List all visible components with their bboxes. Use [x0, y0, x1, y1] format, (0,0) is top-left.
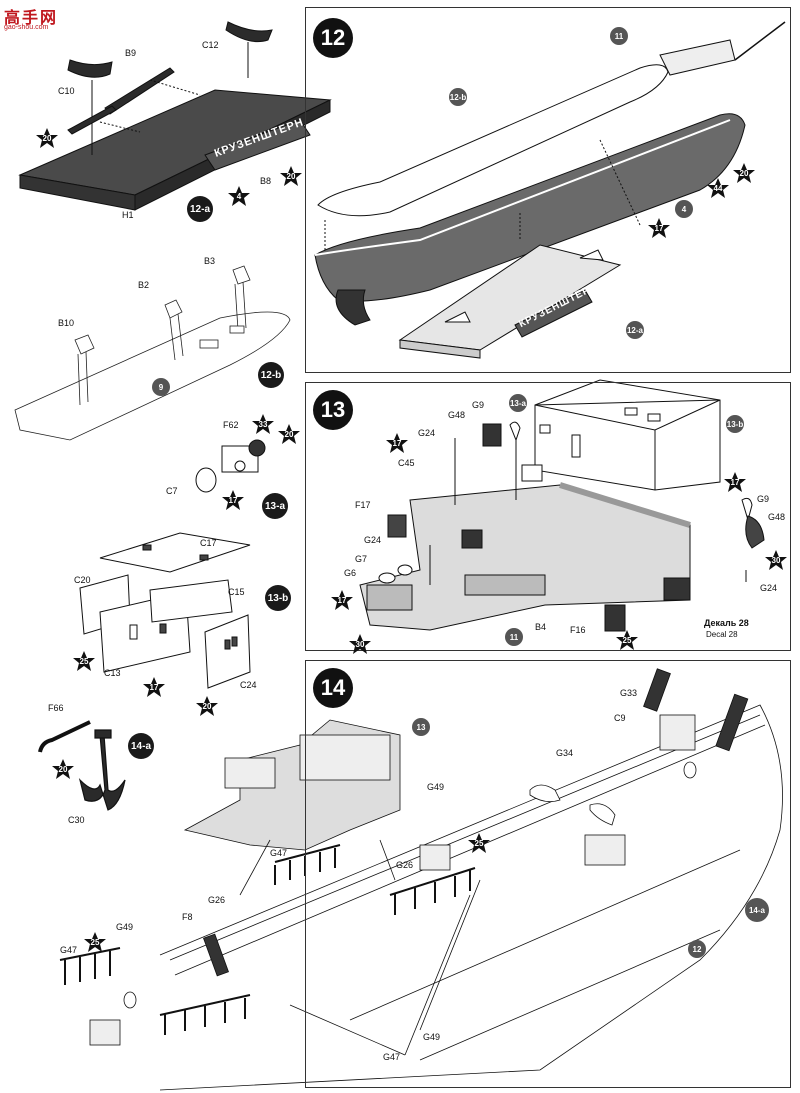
- decal-label-ru: Декаль 28: [704, 618, 749, 628]
- ref-circle-11-b: 11: [505, 628, 523, 646]
- paint-star-17-c: 17: [648, 218, 670, 238]
- part-label-g7: G7: [355, 554, 368, 564]
- part-label-c20: C20: [74, 575, 91, 585]
- part-label-g47-b: G47: [60, 945, 78, 955]
- ref-circle-13b: 13-b: [726, 415, 744, 433]
- part-label-g24-b: G24: [364, 535, 382, 545]
- part-label-c15: C15: [228, 587, 245, 597]
- assembly-13b: [79, 532, 251, 689]
- paint-star-25-a: 25: [73, 651, 95, 671]
- part-label-c7: C7: [166, 486, 178, 496]
- part-label-g49: G49: [427, 782, 445, 792]
- step-12-badge: 12: [313, 18, 353, 58]
- part-label-h1: H1: [122, 210, 134, 220]
- part-label-c45: C45: [398, 458, 415, 468]
- part-label-c12: C12: [202, 40, 219, 50]
- part-label-g9-right: G9: [757, 494, 770, 504]
- part-label-g47-c: G47: [383, 1052, 401, 1062]
- ref-circle-14a: 14-a: [745, 898, 769, 922]
- paint-star-20-f: 20: [733, 163, 755, 183]
- part-label-b8: B8: [260, 176, 272, 186]
- ref-circle-4: 4: [675, 200, 693, 218]
- step-13-badge: 13: [313, 390, 353, 430]
- paint-star-17-e: 17: [724, 472, 746, 492]
- paint-star-17-d: 17: [386, 433, 408, 453]
- part-label-c13: C13: [104, 668, 121, 678]
- step-13-panel: [305, 382, 791, 651]
- part-label-f17: F17: [355, 500, 371, 510]
- part-label-f66: F66: [48, 703, 64, 713]
- deck-assembly-14: [59, 668, 783, 1091]
- part-label-c10: C10: [58, 86, 75, 96]
- paint-star-44: 44: [707, 178, 729, 198]
- part-label-f62: F62: [223, 420, 239, 430]
- base-stand-12a: [18, 21, 332, 211]
- part-label-f16: F16: [570, 625, 586, 635]
- ship-hull-12: [314, 21, 786, 359]
- paint-star-17-a: 17: [222, 490, 244, 510]
- part-label-c17: C17: [200, 538, 217, 548]
- part-label-g6: G6: [344, 568, 357, 578]
- paint-star-20-b: 20: [280, 166, 302, 186]
- logo-text: 高手网: [4, 10, 59, 27]
- part-label-g33: G33: [620, 688, 638, 698]
- part-label-g34: G34: [556, 748, 574, 758]
- step-14-panel: [305, 660, 791, 1088]
- deck-12b: [14, 265, 291, 441]
- part-label-g49-c: G49: [423, 1032, 441, 1042]
- substep-13a-badge: 13-a: [262, 493, 288, 519]
- part-label-c24: C24: [240, 680, 257, 690]
- part-label-g9: G9: [472, 400, 485, 410]
- paint-star-30-a: 30: [765, 550, 787, 570]
- paint-star-4: 4: [228, 186, 250, 206]
- substep-13b-badge: 13-b: [265, 585, 291, 611]
- part-label-g26-b: G26: [396, 860, 414, 870]
- paint-star-20-e: 20: [52, 759, 74, 779]
- part-label-b3: B3: [204, 256, 216, 266]
- ref-circle-12: 12: [688, 940, 706, 958]
- ref-circle-9: 9: [152, 378, 170, 396]
- ref-circle-12b: 12-b: [449, 88, 467, 106]
- paint-star-25-d: 25: [84, 932, 106, 952]
- ref-circle-12a: 12-a: [626, 321, 644, 339]
- decal-label-en: Decal 28: [706, 630, 738, 639]
- anchor-14a: [38, 720, 126, 811]
- part-label-b9: B9: [125, 48, 137, 58]
- deck-assembly-13: [359, 379, 765, 632]
- step-14-badge: 14: [313, 668, 353, 708]
- part-label-g24-right: G24: [760, 583, 778, 593]
- part-label-b2: B2: [138, 280, 150, 290]
- part-label-f8: F8: [182, 912, 193, 922]
- ref-circle-11: 11: [610, 27, 628, 45]
- part-label-g49-b: G49: [116, 922, 134, 932]
- step-12-panel: [305, 7, 791, 373]
- part-label-g24: G24: [418, 428, 436, 438]
- paint-star-20-c: 20: [278, 424, 300, 444]
- ref-circle-13: 13: [412, 718, 430, 736]
- part-label-g26: G26: [208, 895, 226, 905]
- paint-star-25-c: 25: [468, 833, 490, 853]
- part-label-g47: G47: [270, 848, 288, 858]
- paint-star-30-b: 30: [349, 634, 371, 654]
- substep-12b-badge: 12-b: [258, 362, 284, 388]
- part-label-c9: C9: [614, 713, 626, 723]
- paint-star-17-f: 17: [331, 590, 353, 610]
- paint-star-20-a: 20: [36, 128, 58, 148]
- ref-circle-13a: 13-a: [509, 394, 527, 412]
- part-label-b4: B4: [535, 622, 547, 632]
- part-label-g48-right: G48: [768, 512, 786, 522]
- paint-star-20-d: 20: [196, 696, 218, 716]
- part-label-c30: C30: [68, 815, 85, 825]
- part-label-b10: B10: [58, 318, 75, 328]
- paint-star-17-b: 17: [143, 677, 165, 697]
- assembly-13a: [195, 439, 266, 493]
- substep-12a-badge: 12-a: [187, 196, 213, 222]
- site-logo: 高手网 gao-shou.com: [4, 4, 68, 38]
- paint-star-33: 33: [252, 414, 274, 434]
- substep-14a-badge: 14-a: [128, 733, 154, 759]
- logo-url: gao-shou.com: [4, 24, 49, 31]
- paint-star-25-b: 25: [616, 630, 638, 650]
- part-label-g48: G48: [448, 410, 466, 420]
